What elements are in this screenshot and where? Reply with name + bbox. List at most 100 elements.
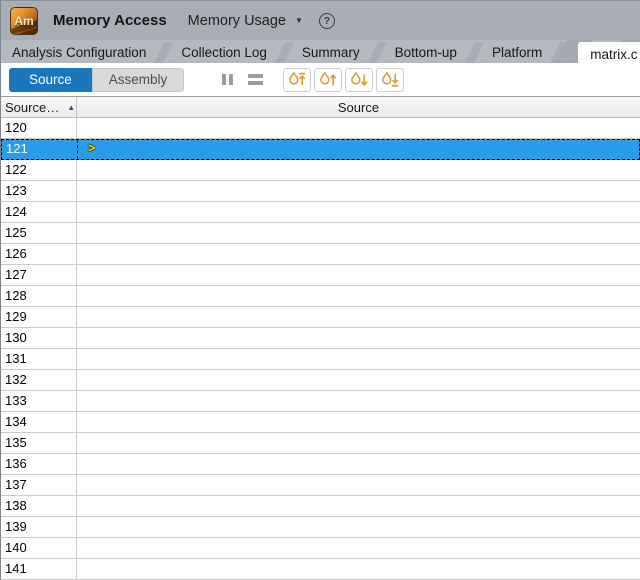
source-code-cell: > (77, 118, 640, 138)
tab-label: Platform (491, 45, 543, 60)
source-code-cell: > #endif //ALIGNED (77, 454, 640, 474)
source-row[interactable]: 127 > printf("Addr of buf3 = %p\n",buf3)… (1, 265, 640, 286)
source-row[interactable]: 138 > a = (array *) addr1; (1, 496, 640, 517)
line-number: 128 (1, 286, 77, 306)
line-number: 138 (1, 496, 77, 516)
line-number: 136 (1, 454, 77, 474)
source-code-cell: > (77, 433, 640, 453)
source-row[interactable]: 125 > (1, 223, 640, 244)
source-grid-body[interactable]: 120 > 121 > buf2 = (char *) malloc(NUM*N… (1, 118, 640, 580)
line-number: 132 (1, 370, 77, 390)
source-code-cell: > a = (array *) addr1; (77, 496, 640, 516)
line-number: 120 (1, 118, 77, 138)
source-row[interactable]: 129 > printf("Offs of buf3 = %p\n",addr3… (1, 307, 640, 328)
source-row[interactable]: 122 > printf("Addr of buf2 = %p\n",buf2)… (1, 160, 640, 181)
tabbar-tab[interactable]: Bottom-up (384, 41, 468, 63)
source-row[interactable]: 141 > t = (array *) addr4; (1, 559, 640, 580)
line-number: 139 (1, 517, 77, 537)
source-row[interactable]: 140 > c = (array *) addr3; (1, 538, 640, 559)
hotspot-navigation (283, 67, 405, 92)
source-row[interactable]: 132 > printf("Addr of buf4 = %p\n",buf4)… (1, 370, 640, 391)
source-row[interactable]: 137 > (1, 475, 640, 496)
help-icon[interactable]: ? (318, 12, 335, 29)
source-code-cell: > t = (array *) addr4; (77, 559, 640, 579)
tabbar-tab[interactable]: Summary (291, 41, 371, 63)
source-row[interactable]: 133 > addr4 = buf4 + 256 - ((UINT64)buf4… (1, 391, 640, 412)
column-header-source-line[interactable]: Source… ▲ (1, 97, 77, 117)
source-row[interactable]: 120 > (1, 118, 640, 139)
chevron-down-icon[interactable]: ▼ (294, 16, 303, 25)
line-number: 126 (1, 244, 77, 264)
tab-label: Analysis Configuration (12, 45, 147, 60)
line-number: 140 (1, 538, 77, 558)
amplifier-logo-icon: Am (10, 6, 38, 35)
source-row[interactable]: 128 > addr3 = buf3 + 256 - ((UINT64)buf3… (1, 286, 640, 307)
line-number: 127 (1, 265, 77, 285)
line-number: 124 (1, 202, 77, 222)
line-number: 125 (1, 223, 77, 243)
source-code-cell: > c = (array *) addr3; (77, 538, 640, 558)
source-code-cell: > printf("Addr of buf4 = %p\n",buf4); ff… (77, 370, 640, 390)
source-code-cell: > printf("Offs of buf3 = %p\n",addr3); f… (77, 307, 640, 327)
source-code-cell: > buf2 = (char *) malloc(NUM*NUM*(sizeof… (78, 140, 639, 159)
source-row[interactable]: 124 > printf("Offs of buf2 = %p\n",addr2… (1, 202, 640, 223)
line-number: 122 (1, 160, 77, 180)
source-code-cell: > (77, 223, 640, 243)
source-row[interactable]: 121 > buf2 = (char *) malloc(NUM*NUM*(si… (1, 139, 640, 160)
tab-label: matrix.c (590, 46, 638, 62)
hotspot-navigate-up-max-icon[interactable] (283, 67, 312, 92)
column-header-source[interactable]: Source (337, 100, 380, 115)
source-row[interactable]: 139 > b = (array *) addr2; (1, 517, 640, 538)
tab-label: Bottom-up (394, 45, 457, 60)
hotspot-navigate-up-icon[interactable] (314, 67, 343, 92)
tab-label: Summary (301, 45, 360, 60)
tab-matrix-c[interactable]: matrix.c × (578, 42, 640, 63)
source-row[interactable]: 131 > buf4 = (char *) malloc(NUM*NUM*(si… (1, 349, 640, 370)
line-number: 134 (1, 412, 77, 432)
tabbar-tab[interactable]: Platform (481, 41, 553, 63)
tabbar-tab[interactable]: Collection Log (170, 41, 278, 63)
source-code-cell: > b = (array *) addr2; (77, 517, 640, 537)
sort-ascending-icon: ▲ (67, 102, 76, 112)
source-code-cell: > printf("Offs of buf2 = %p\n",addr2); f… (77, 202, 640, 222)
logo-text: Am (14, 13, 34, 28)
source-row[interactable]: 126 > buf3 = (char *) malloc(NUM*NUM*(si… (1, 244, 640, 265)
line-number: 141 (1, 559, 77, 579)
source-code-cell: > (77, 328, 640, 348)
current-position-arrow-icon: > (88, 141, 96, 156)
assembly-view-button[interactable]: Assembly (91, 67, 185, 92)
source-row[interactable]: 123 > addr2 = buf2 + 256 - ((UINT64)buf2… (1, 181, 640, 202)
source-code-cell: > printf("Addr of buf3 = %p\n",buf3); ff… (77, 265, 640, 285)
line-number: 130 (1, 328, 77, 348)
view-mode-switch: Source Assembly (9, 67, 185, 92)
source-code-cell: > buf4 = (char *) malloc(NUM*NUM*(sizeof… (77, 349, 640, 369)
source-grid-header: Source… ▲ Source (1, 96, 640, 118)
tabbar: Analysis Configuration Collection Log Su… (1, 40, 640, 63)
source-row[interactable]: 135 > (1, 433, 640, 454)
tabbar-tab[interactable]: Analysis Configuration (1, 41, 157, 63)
titlebar: Am Memory Access Memory Usage ▼ ? (1, 1, 640, 40)
hotspot-navigate-down-icon[interactable] (345, 67, 374, 92)
line-number: 129 (1, 307, 77, 327)
source-toolbar: Source Assembly (1, 63, 640, 96)
source-code-cell: > printf("Offs of buf4 = %p\n",addr4); f… (77, 412, 640, 432)
line-number: 121 (2, 140, 78, 159)
line-mode-icon[interactable] (248, 74, 264, 85)
source-row[interactable]: 130 > (1, 328, 640, 349)
source-code-cell: > addr2 = buf2 + 256 - ((UINT64)buf2%256… (77, 181, 640, 201)
source-code-cell: > buf3 = (char *) malloc(NUM*NUM*(sizeof… (77, 244, 640, 264)
hotspot-navigate-down-min-icon[interactable] (376, 67, 405, 92)
source-row[interactable]: 134 > printf("Offs of buf4 = %p\n",addr4… (1, 412, 640, 433)
tab-label: Collection Log (181, 45, 267, 60)
line-number: 137 (1, 475, 77, 495)
source-row[interactable]: 136 > #endif //ALIGNED (1, 454, 640, 475)
line-number: 133 (1, 391, 77, 411)
viewpoint-selector[interactable]: Memory Usage (187, 12, 286, 29)
source-view-button[interactable]: Source (9, 67, 92, 92)
line-number: 131 (1, 349, 77, 369)
line-number: 135 (1, 433, 77, 453)
source-code-cell: > (77, 475, 640, 495)
source-code-cell: > addr3 = buf3 + 256 - ((UINT64)buf3%256… (77, 286, 640, 306)
pause-icon[interactable] (222, 74, 234, 85)
